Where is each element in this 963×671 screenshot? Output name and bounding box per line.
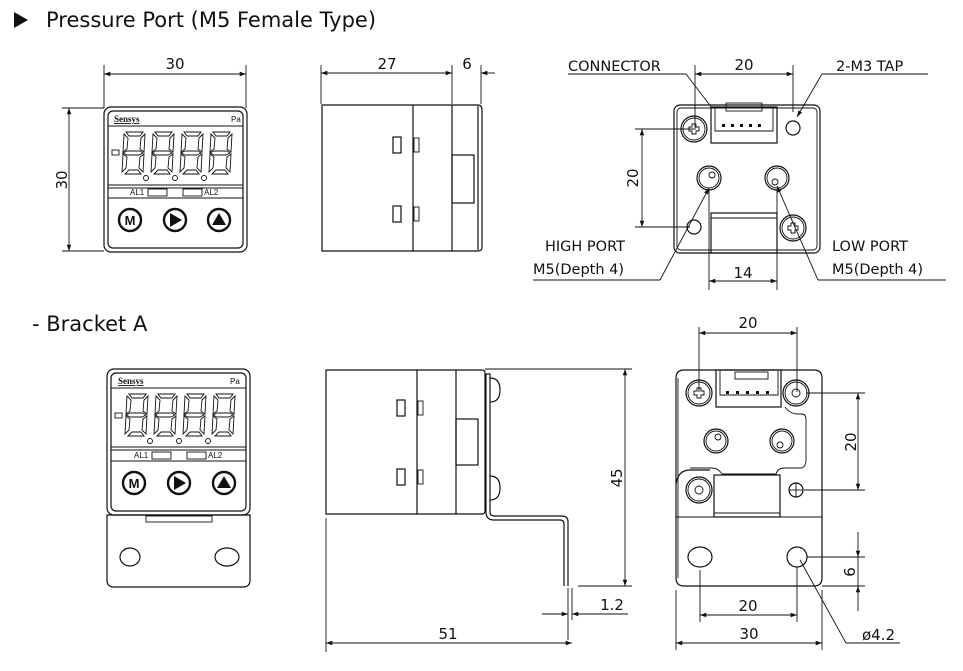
alarm2-label: AL2 (208, 451, 223, 460)
connector-icon (710, 102, 778, 144)
screw-top-right (782, 379, 810, 407)
section-heading-pressure-port: Pressure Port (M5 Female Type) (14, 8, 376, 32)
section-title: Pressure Port (M5 Female Type) (46, 8, 377, 32)
dimension-bracket-width: 30 (739, 625, 758, 643)
up-button[interactable] (211, 470, 237, 496)
triangle-bullet-icon (14, 12, 28, 28)
section-heading-bracket: - Bracket A (32, 312, 147, 336)
play-icon (170, 213, 182, 227)
dimension-top-spacing: 20 (738, 314, 757, 332)
seven-segment-display (114, 393, 236, 444)
dimension-body-depth: 27 (377, 55, 396, 73)
up-triangle-icon (217, 476, 231, 488)
play-icon (174, 476, 186, 490)
high-port (696, 165, 722, 191)
dimension-height: 30 (53, 170, 71, 189)
seven-segment-display (111, 131, 233, 181)
unit-label: Pa (230, 377, 240, 386)
screw-middle-right (788, 482, 804, 498)
m3-tap-hole (785, 120, 801, 136)
up-triangle-icon (212, 213, 226, 225)
bracket-rear-view: 20 (675, 314, 900, 650)
screw-middle-left (685, 476, 713, 504)
hole-diameter-label: ø4.2 (862, 626, 895, 644)
m-icon: M (125, 213, 136, 228)
connector-icon (715, 369, 782, 408)
dimension-hole-spacing: 20 (738, 597, 757, 615)
mode-button[interactable]: M (121, 470, 147, 496)
low-port-label: LOW PORT (832, 239, 908, 255)
dimension-port-depth: 6 (462, 55, 472, 73)
up-button[interactable] (206, 207, 232, 233)
section-title: - Bracket A (32, 312, 148, 336)
screw-top-left (685, 379, 713, 407)
dimension-port-spacing: 14 (733, 264, 752, 282)
brand-logo: Sensys (114, 114, 140, 124)
high-port-label: HIGH PORT (545, 239, 625, 255)
alarm1-label: AL1 (134, 451, 149, 460)
next-button[interactable] (162, 207, 188, 233)
next-button[interactable] (166, 470, 192, 496)
front-view: 30 30 Sensys Pa AL1 AL2 M (53, 55, 248, 253)
bracket-front-view: Sensys Pa AL1 AL2 M (106, 368, 251, 588)
dimension-vertical-spacing: 20 (842, 432, 860, 451)
dimension-width: 30 (165, 55, 184, 73)
dimension-bracket-height: 45 (608, 468, 626, 487)
alarm1-indicator (147, 188, 168, 197)
high-port-spec: M5(Depth 4) (533, 262, 624, 278)
m-icon: M (129, 476, 140, 491)
bracket-plate (106, 514, 251, 588)
bracket-side-view: 45 1.2 51 (325, 368, 632, 652)
unit-label: Pa (231, 115, 241, 124)
dimension-total-length: 51 (438, 625, 457, 643)
low-port-spec: M5(Depth 4) (832, 262, 923, 278)
side-view: 27 6 (320, 55, 495, 252)
screw-bottom-right (779, 214, 807, 242)
connector-label: CONNECTOR (568, 59, 661, 75)
alarm2-indicator (182, 188, 203, 197)
mode-button[interactable]: M (117, 207, 143, 233)
device-body (103, 106, 248, 253)
dimension-bracket-thickness: 1.2 (600, 596, 624, 614)
alarm2-label: AL2 (204, 188, 219, 197)
rear-view: CONNECTOR 2-M3 TAP 20 (533, 56, 946, 290)
brand-logo: Sensys (118, 376, 144, 386)
dimension-top-spacing: 20 (734, 56, 753, 74)
dimension-hole-offset: 6 (841, 567, 859, 577)
alarm1-label: AL1 (130, 188, 145, 197)
dimension-vertical-spacing: 20 (624, 168, 642, 187)
tap-label: 2-M3 TAP (836, 59, 903, 75)
